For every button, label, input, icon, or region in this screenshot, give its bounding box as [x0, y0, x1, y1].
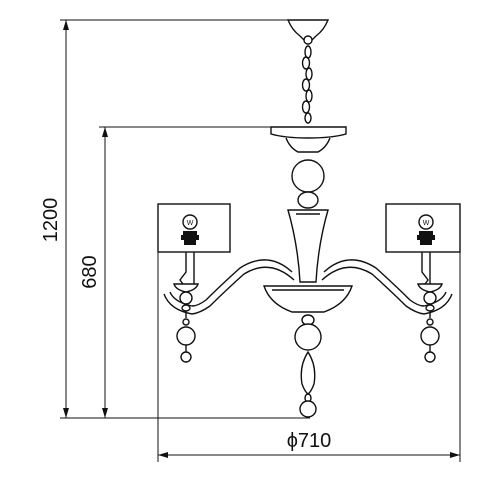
dimension-1200: 1200 — [40, 19, 310, 419]
right-bulb-icon: W — [417, 214, 435, 245]
left-candle-holder — [173, 252, 199, 363]
right-arm — [321, 259, 453, 315]
dimension-680: 680 — [79, 126, 276, 418]
left-bulb-mark: W — [187, 220, 194, 227]
chain — [301, 45, 313, 124]
central-column — [263, 159, 353, 418]
ceiling-canopy — [286, 19, 330, 45]
top-plate — [270, 126, 347, 153]
dimension-label-1200: 1200 — [40, 198, 62, 243]
dimension-label-680: 680 — [79, 255, 101, 288]
left-bulb-icon: W — [181, 214, 199, 245]
dimension-label-diameter: ϕ710 — [287, 430, 332, 452]
right-bulb-mark: W — [423, 220, 430, 227]
dimension-diameter: ϕ710 — [157, 252, 461, 462]
right-candle-holder — [417, 252, 443, 363]
